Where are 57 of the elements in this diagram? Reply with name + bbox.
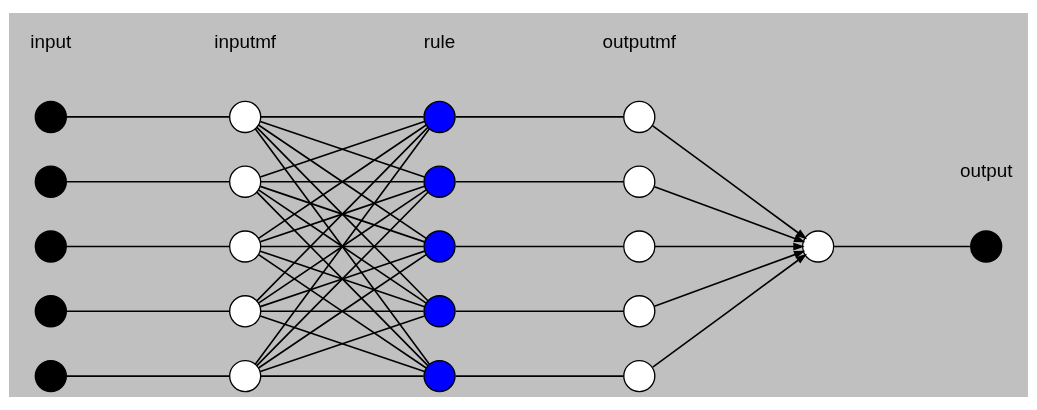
connector xyxy=(65,116,231,118)
connector xyxy=(256,191,429,367)
node-circle xyxy=(623,165,656,198)
node-circle xyxy=(34,295,67,328)
node-circle xyxy=(229,230,262,263)
label: rule xyxy=(423,30,456,52)
node-circle xyxy=(423,100,456,134)
node-circle xyxy=(34,230,67,263)
connector xyxy=(259,120,426,178)
connector xyxy=(260,310,425,313)
connector xyxy=(65,375,231,377)
connector xyxy=(256,126,429,302)
label: input xyxy=(30,30,72,52)
node-circle xyxy=(34,100,67,134)
node-circle xyxy=(423,359,456,393)
node-circle xyxy=(423,230,456,263)
node-circle xyxy=(623,100,656,134)
node-circle xyxy=(623,230,656,263)
label: outputmf xyxy=(602,30,677,52)
connector xyxy=(260,245,425,248)
connector xyxy=(454,245,625,248)
connector xyxy=(65,180,231,183)
connector xyxy=(259,315,426,373)
node-circle xyxy=(970,230,1003,263)
connector xyxy=(260,116,425,118)
node-circle xyxy=(34,359,67,393)
connector xyxy=(257,124,427,240)
arrow xyxy=(653,250,806,307)
connector xyxy=(259,185,426,243)
node-circle xyxy=(623,295,656,328)
node-circle xyxy=(423,165,456,198)
connector xyxy=(260,180,425,183)
connector xyxy=(257,189,427,304)
connector xyxy=(454,375,625,377)
node-circle xyxy=(623,359,656,393)
connector xyxy=(65,245,231,248)
arrow xyxy=(653,186,806,243)
connector xyxy=(257,253,427,369)
node-circle xyxy=(34,165,67,198)
node-circle xyxy=(229,165,262,198)
arrow xyxy=(654,242,805,251)
arrow xyxy=(651,125,808,240)
connector xyxy=(65,310,231,313)
label: inputmf xyxy=(214,30,277,52)
node-circle xyxy=(801,230,835,263)
connector xyxy=(454,180,625,183)
node-circle xyxy=(229,295,262,328)
connector xyxy=(260,375,425,377)
node-circle xyxy=(229,359,262,393)
node-circle xyxy=(423,295,456,328)
connector xyxy=(454,310,625,313)
connector xyxy=(454,116,625,118)
label: output xyxy=(959,160,1013,182)
connector xyxy=(259,250,426,308)
connector xyxy=(833,245,972,248)
arrow xyxy=(651,253,808,368)
node-circle xyxy=(229,100,262,134)
